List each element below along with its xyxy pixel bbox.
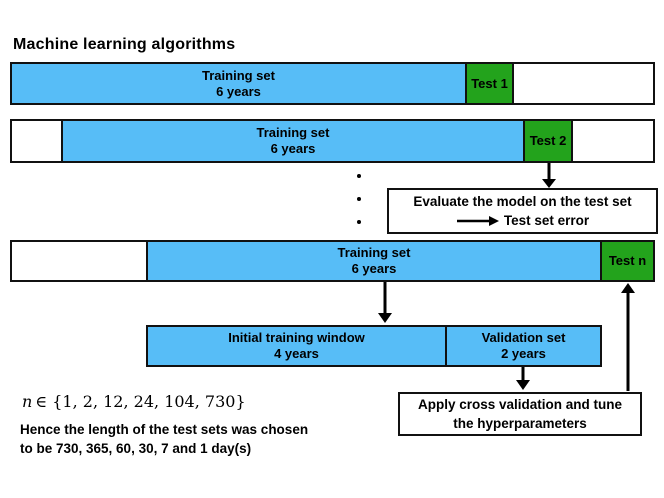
unused-segment (573, 121, 653, 161)
vertical-ellipsis-dots (357, 174, 361, 224)
apply-cross-validation-box: Apply cross validation and tune the hype… (398, 392, 642, 436)
test-1-label: Test 1 (471, 75, 508, 91)
validation-set-segment: Validation set 2 years (447, 327, 600, 365)
test-set-length-note: Hence the length of the test sets was ch… (20, 420, 308, 458)
page-title: Machine learning algorithms (13, 36, 236, 53)
right-arrow-icon (456, 215, 499, 226)
validation-set-label: Validation set (481, 330, 566, 345)
training-split-row: Initial training window 4 years Validati… (146, 325, 602, 367)
arrow-apply-to-test-n (621, 283, 635, 391)
skipped-segment (12, 121, 63, 161)
timeline-row-3: Training set 6 years Test n (10, 240, 655, 282)
training-set-duration: 6 years (270, 141, 316, 156)
formula-variable: n (22, 392, 33, 411)
initial-training-window-label: Initial training window (228, 330, 365, 345)
test-n-label: Test n (608, 253, 647, 268)
evaluate-box-line1: Evaluate the model on the test set (413, 194, 632, 209)
arrow-test2-to-evaluate (542, 163, 556, 188)
note-line2: to be 730, 365, 60, 30, 7 and 1 day(s) (20, 441, 252, 456)
training-set-segment: Training set 6 years (12, 64, 467, 103)
test-n-segment: Test n (602, 242, 653, 280)
training-set-duration: 6 years (351, 261, 397, 276)
training-set-label: Training set (202, 67, 275, 83)
test-2-segment: Test 2 (525, 121, 573, 161)
apply-box-line1: Apply cross validation and tune (417, 397, 623, 412)
unused-segment (514, 64, 653, 103)
training-set-label: Training set (337, 245, 411, 260)
n-set-formula: n∈ {1, 2, 12, 24, 104, 730} (22, 392, 246, 411)
training-set-label: Training set (256, 125, 330, 140)
validation-set-duration: 2 years (501, 346, 546, 361)
timeline-row-2: Training set 6 years Test 2 (10, 119, 655, 163)
formula-expression: ∈ {1, 2, 12, 24, 104, 730} (35, 392, 246, 411)
arrow-validation-to-apply (516, 367, 530, 390)
apply-box-line2: the hyperparameters (453, 416, 587, 431)
skipped-segment (12, 242, 148, 280)
note-line1: Hence the length of the test sets was ch… (20, 422, 309, 437)
evaluate-box-line2: Test set error (389, 211, 656, 230)
arrow-row3-to-initial-window (378, 282, 392, 323)
training-set-duration: 6 years (216, 83, 261, 99)
evaluate-model-box: Evaluate the model on the test set Test … (387, 188, 658, 234)
training-set-segment: Training set 6 years (148, 242, 602, 280)
initial-training-window-segment: Initial training window 4 years (148, 327, 447, 365)
test-1-segment: Test 1 (467, 64, 514, 103)
timeline-row-1: Training set 6 years Test 1 (10, 62, 655, 105)
test-set-error-label: Test set error (503, 213, 590, 228)
test-2-label: Test 2 (529, 133, 567, 148)
initial-training-window-duration: 4 years (274, 346, 319, 361)
training-set-segment: Training set 6 years (63, 121, 525, 161)
